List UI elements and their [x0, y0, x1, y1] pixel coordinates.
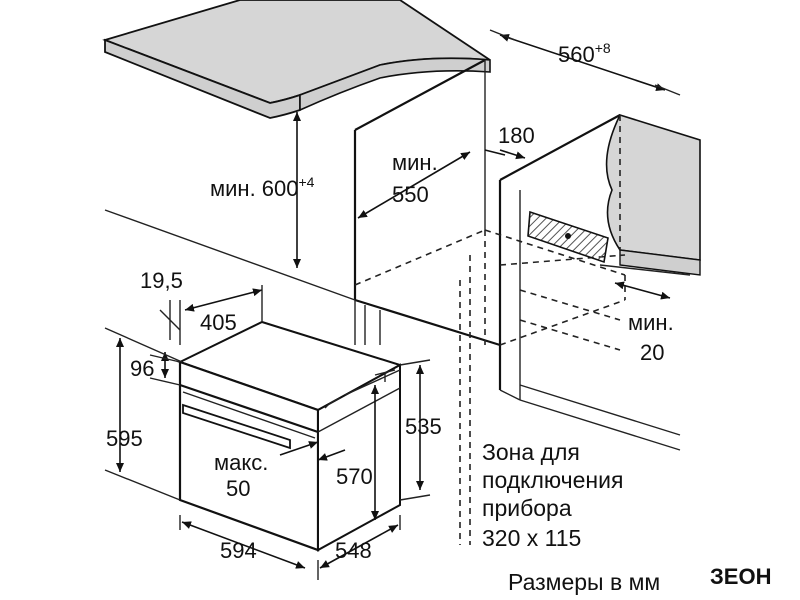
- label-top-depth: 405: [200, 310, 237, 335]
- side-wall: [605, 114, 701, 276]
- label-door-gap-line2: 50: [226, 476, 250, 501]
- dimension-lines: [104, 29, 691, 580]
- label-panel-height: 96: [130, 356, 154, 381]
- label-door-gap-line1: макс.: [214, 450, 268, 475]
- label-side-gap-line2: 20: [640, 340, 664, 365]
- label-overall-height: 595: [106, 426, 143, 451]
- label-body-height: 535: [405, 414, 442, 439]
- label-depth-line1: мин.: [392, 150, 438, 175]
- connection-zone-line1: Зона для: [482, 439, 580, 465]
- zeon-logo: ЗЕОН: [710, 564, 771, 589]
- countertop: [102, 0, 491, 119]
- cabinet-niche: [104, 59, 681, 451]
- connection-zone-label: Зона для подключения прибора 320 x 115: [482, 439, 623, 551]
- label-front-offset: 19,5: [140, 268, 183, 293]
- label-depth-line2: 550: [392, 182, 429, 207]
- connection-zone-line2: подключения: [482, 467, 623, 493]
- label-cabinet-height: мин. 600+4: [210, 174, 315, 201]
- label-overall-depth: 548: [335, 538, 372, 563]
- label-niche-width: 560+8: [558, 40, 611, 67]
- label-overall-width: 594: [220, 538, 257, 563]
- oven-appliance: [177, 320, 403, 552]
- label-side-gap-line1: мин.: [628, 310, 674, 335]
- connection-zone-line3: прибора: [482, 495, 572, 521]
- units-note: Размеры в мм: [508, 569, 660, 595]
- label-niche-height: 570: [336, 464, 373, 489]
- connection-zone-line4: 320 x 115: [482, 525, 581, 551]
- logo-text: ЗЕОН: [710, 564, 771, 589]
- dimension-labels: мин. 600+4 мин. 550 560+8 180 мин. 20 19…: [106, 40, 674, 563]
- label-vent-gap: 180: [498, 123, 535, 148]
- vent-opening: [527, 210, 609, 264]
